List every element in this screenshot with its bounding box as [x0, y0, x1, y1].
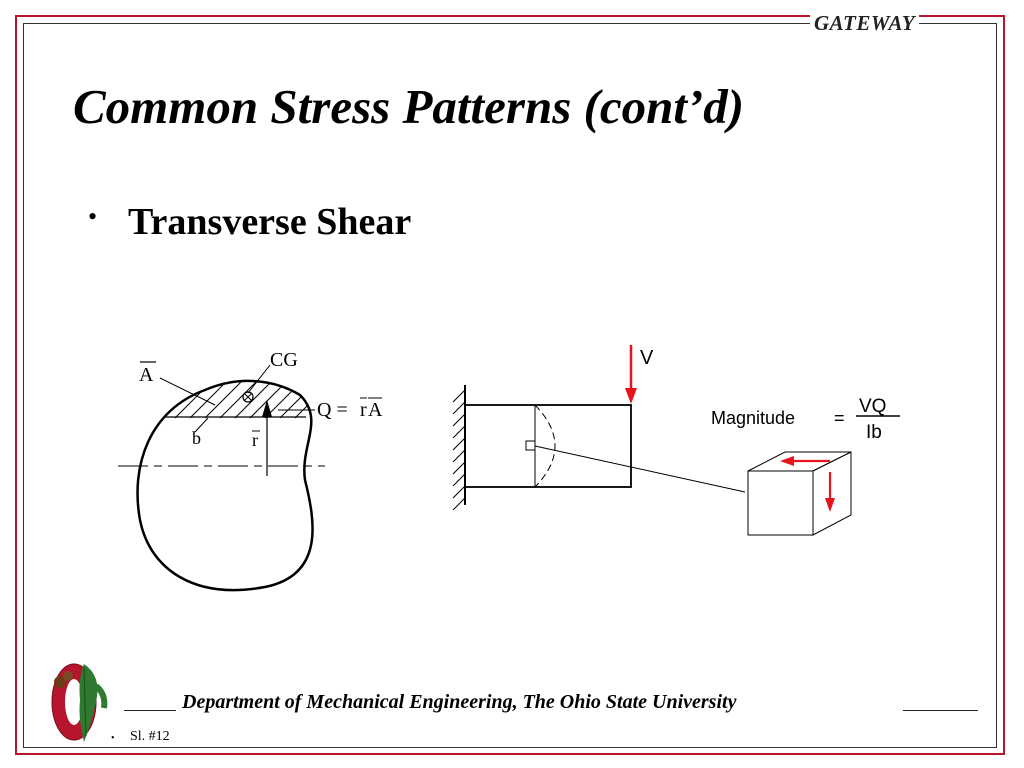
- slide-inner-frame: [23, 23, 997, 748]
- formula-numerator: VQ: [859, 396, 886, 417]
- cube-front-face: [747, 470, 814, 536]
- footer-rule-right: [903, 710, 978, 711]
- slide-title: Common Stress Patterns (cont’d): [73, 79, 745, 134]
- cross-section-diagram: A CG b r Q = r A: [118, 349, 383, 592]
- distance-label: r: [252, 430, 258, 450]
- cantilever-beam-diagram: V: [452, 345, 746, 511]
- cube-side-face: [812, 451, 852, 536]
- stress-distribution-curve: [534, 404, 556, 488]
- slide-number: Sl. #12: [130, 729, 170, 744]
- beam-body: [464, 404, 632, 488]
- q-r: r: [360, 399, 367, 421]
- stress-element-marker: [525, 440, 536, 451]
- load-label: V: [640, 347, 654, 369]
- distance-arrow-icon: [262, 400, 272, 417]
- cg-label: CG: [270, 349, 298, 371]
- top-shear-arrowhead-icon: [780, 456, 794, 466]
- side-shear-arrowhead-icon: [825, 498, 835, 512]
- formula-denominator: Ib: [866, 422, 882, 443]
- equals-sign: =: [834, 408, 845, 428]
- footer-rule-left: [124, 710, 176, 711]
- footer-department: Department of Mechanical Engineering, Th…: [182, 691, 737, 713]
- bullet-transverse-shear: Transverse Shear: [128, 201, 412, 243]
- cg-marker-icon: [242, 391, 254, 403]
- area-leader: [159, 377, 216, 406]
- magnitude-formula: Magnitude = VQ Ib: [711, 396, 900, 443]
- element-leader-line: [534, 445, 746, 493]
- slide-outer-frame: [15, 15, 1005, 755]
- slide-number-bullet: •: [111, 733, 115, 744]
- shear-load-arrowhead-icon: [625, 388, 637, 404]
- q-prefix: Q =: [317, 399, 348, 421]
- area-label: A: [139, 364, 154, 386]
- bullet-marker: •: [88, 202, 98, 231]
- q-equation: Q = r A: [317, 397, 383, 421]
- cross-section-outline: [136, 379, 314, 592]
- buckeye-leaf-icon: [54, 664, 108, 742]
- stress-element-diagram: Magnitude = VQ Ib: [711, 396, 900, 536]
- q-a: A: [368, 399, 383, 421]
- wall-hatch: [452, 389, 466, 511]
- width-label: b: [192, 428, 201, 448]
- cg-leader: [247, 364, 271, 394]
- ohio-state-logo: [51, 663, 108, 742]
- width-leader: [194, 417, 209, 433]
- magnitude-label: Magnitude: [711, 408, 795, 428]
- gateway-brand: GATEWAY: [810, 11, 920, 36]
